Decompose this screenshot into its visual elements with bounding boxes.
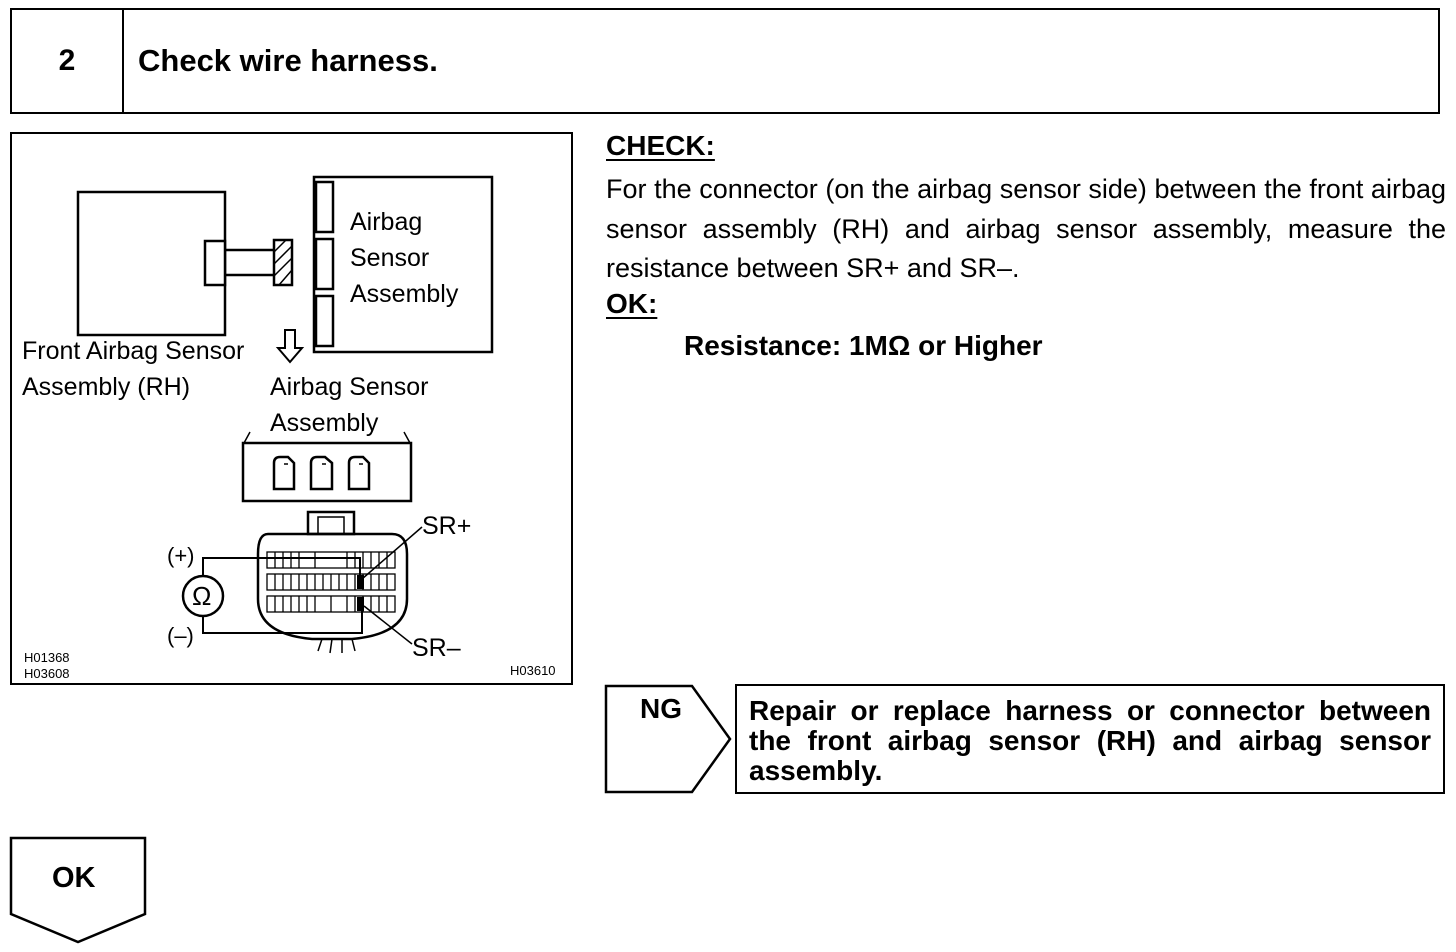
ok-heading: OK: bbox=[606, 288, 658, 319]
check-body: For the connector (on the airbag sensor … bbox=[606, 174, 1446, 283]
sensor-assembly-label-2: Assembly bbox=[270, 409, 379, 437]
check-heading: CHECK: bbox=[606, 130, 715, 161]
figure-code-right: H03610 bbox=[510, 663, 556, 678]
step-number: 2 bbox=[12, 10, 124, 112]
airbag-sensor-label-2: Sensor bbox=[350, 244, 430, 272]
airbag-sensor-label-3: Assembly bbox=[350, 280, 459, 308]
figure-code-1: H01368 bbox=[24, 650, 70, 665]
ok-flow-label: OK bbox=[52, 862, 96, 894]
front-sensor-label-2: Assembly (RH) bbox=[22, 373, 191, 401]
ng-action-box: Repair or replace harness or connector b… bbox=[735, 684, 1445, 794]
ohm-icon: Ω bbox=[192, 581, 212, 611]
front-sensor-label-1: Front Airbag Sensor bbox=[22, 337, 245, 365]
step-title: Check wire harness. bbox=[138, 43, 438, 78]
front-sensor-shape bbox=[76, 190, 227, 337]
sr-plus-label: SR+ bbox=[422, 512, 472, 540]
airbag-sensor-shape bbox=[312, 175, 494, 354]
step-header: 2 Check wire harness. bbox=[10, 8, 1440, 114]
airbag-sensor-label-1: Airbag bbox=[350, 208, 423, 236]
ng-arrow-shape bbox=[604, 684, 732, 794]
ng-label: NG bbox=[640, 693, 682, 724]
minus-terminal-label: (–) bbox=[167, 623, 194, 648]
wiring-diagram bbox=[76, 175, 494, 654]
sr-minus-label: SR– bbox=[412, 634, 461, 662]
sensor-assembly-label-1: Airbag Sensor bbox=[270, 373, 429, 401]
figure-code-2: H03608 bbox=[24, 666, 70, 681]
resistance-spec: Resistance: 1MΩ or Higher bbox=[684, 330, 1043, 361]
plus-terminal-label: (+) bbox=[167, 543, 195, 568]
ok-arrow-shape bbox=[9, 836, 147, 944]
wiring-figure: Airbag Sensor Assembly Front Airbag Sens… bbox=[10, 132, 573, 685]
